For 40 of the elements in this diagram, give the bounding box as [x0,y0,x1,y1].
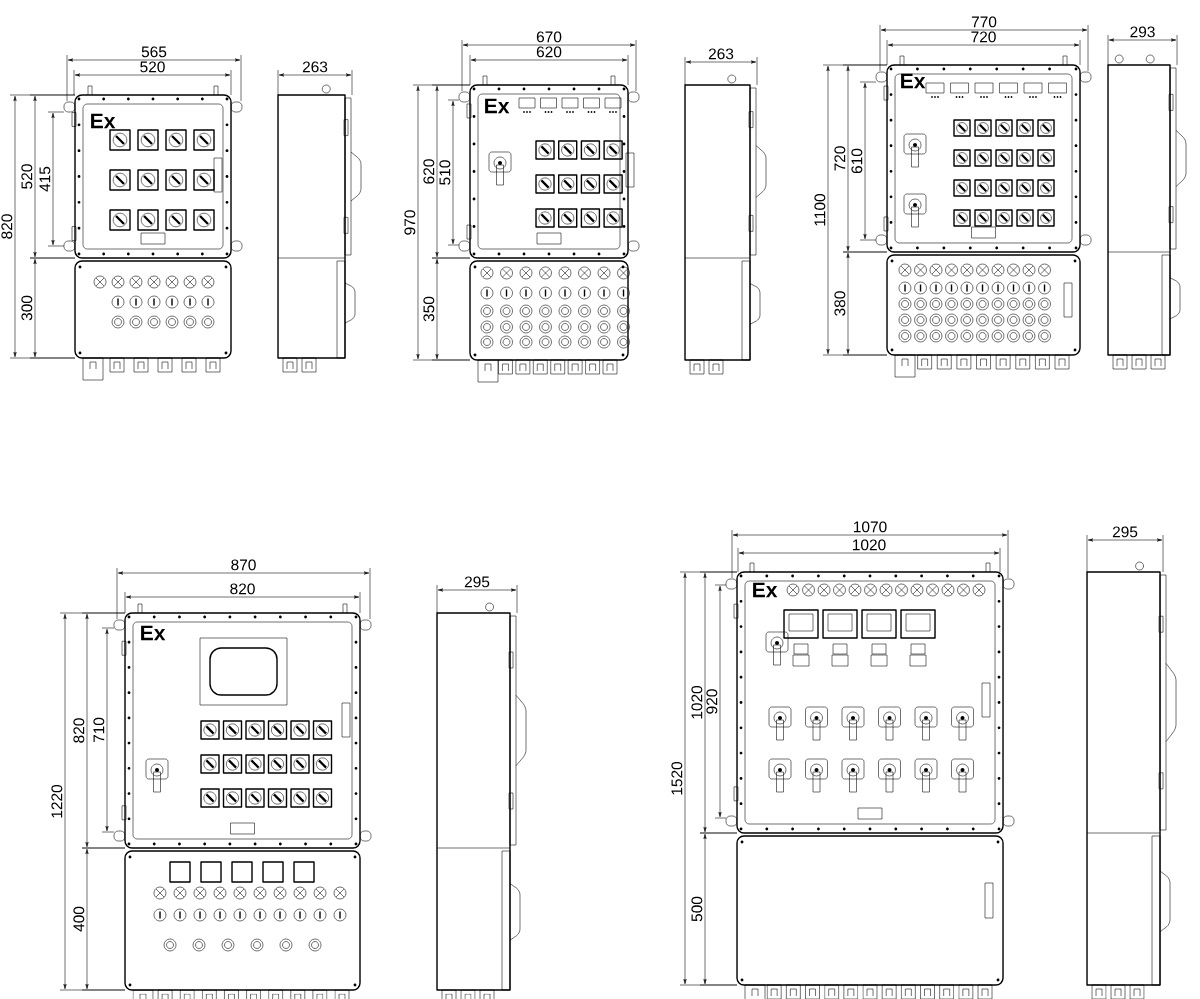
dimension-label: 720 [971,31,996,43]
dimension-label: 720 [834,146,846,171]
dimension-label: 770 [971,16,997,28]
dimension-label: 710 [93,717,105,743]
dimension-label: 820 [73,718,85,743]
dimension-label: 415 [39,166,51,192]
dimension-label: 820 [230,583,255,595]
dimension-label: 1100 [814,194,826,226]
dimension-label: 620 [423,159,435,184]
dimension-label: 293 [1130,26,1155,38]
dimension-label: 295 [1112,526,1138,538]
dimension-label: 1520 [671,761,683,795]
dimension-label: 565 [141,46,167,58]
dimension-label: 620 [536,46,562,58]
dimension-label: 1220 [51,784,63,818]
ex-marking: Ex [141,625,166,641]
dimension-label: 350 [423,296,435,322]
dimension-label: 520 [140,61,165,73]
dimension-label: 295 [464,576,490,588]
dimension-label: 970 [404,210,416,235]
ex-marking: Ex [753,582,778,598]
dimension-label: 510 [439,160,451,185]
dimension-label: 263 [302,61,328,73]
dimension-label: 300 [21,295,33,321]
dimension-label: 500 [691,896,703,922]
dimension-label: 920 [706,689,718,714]
dimension-label: 820 [1,214,13,239]
dimension-label: 1020 [691,685,703,719]
dimension-label: 670 [536,31,562,43]
dimension-label: 380 [834,291,846,316]
ex-marking: Ex [91,113,116,129]
dimension-label: 520 [21,164,33,189]
ex-marking: Ex [901,73,926,89]
ex-marking: Ex [485,98,510,114]
dimension-label: 263 [708,48,734,60]
dimension-label: 870 [231,559,256,571]
dimension-label: 1020 [853,539,886,551]
dimension-label: 400 [73,906,85,932]
dimension-label: 1070 [854,521,887,533]
dimension-label: 610 [851,148,863,174]
